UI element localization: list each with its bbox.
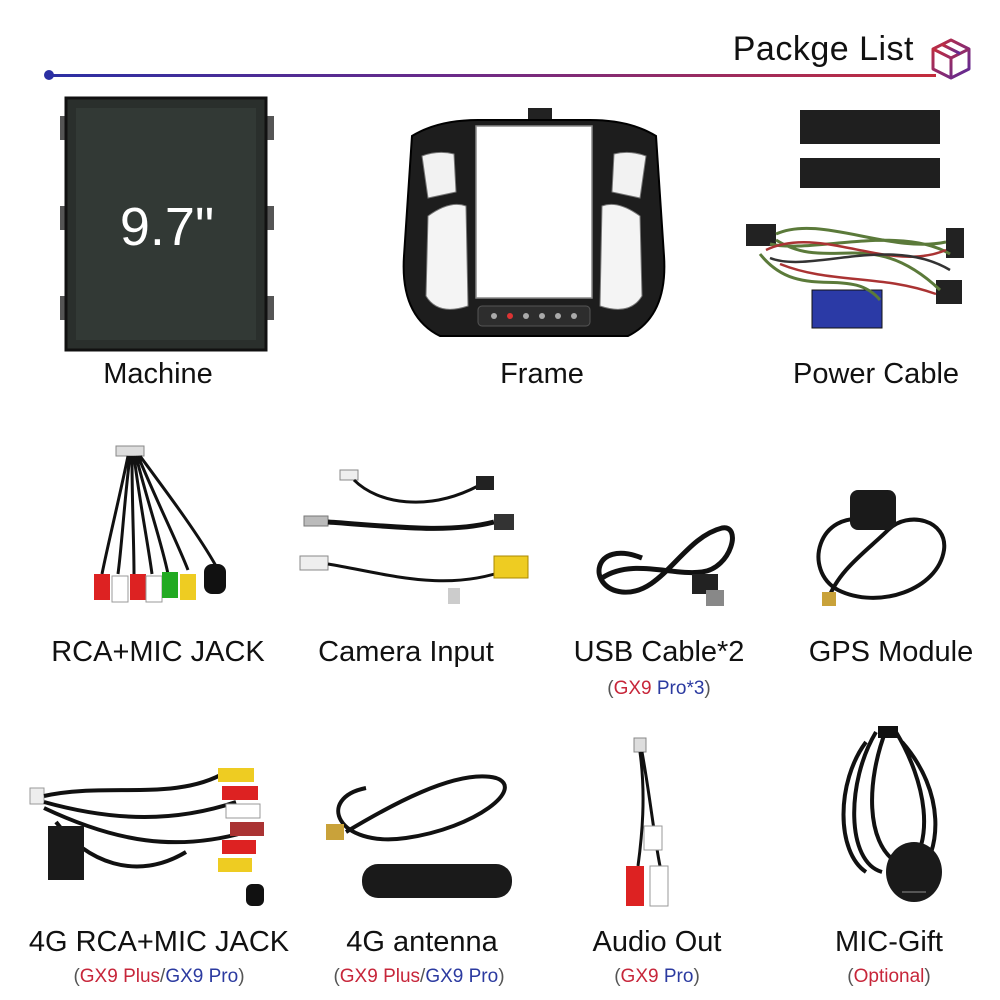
page-title: Packge List [732,30,914,68]
machine-image [54,96,280,352]
frame-image [398,106,670,346]
rca-mic-jack-image [88,444,238,610]
camera-input-image [298,464,550,614]
power-cable-image [740,104,966,344]
mic-image [826,722,952,910]
mic-gift-note: (Optional) [847,966,931,987]
4g-antenna-note: (GX9 Plus/GX9 Pro) [333,966,505,987]
item-label-frame: Frame [500,358,584,390]
item-label-usb-cable: USB Cable*2 [573,636,745,668]
usb-cable-image [582,518,738,612]
4g-antenna-image [326,768,522,908]
gps-module-image [798,480,952,616]
audio-out-image [616,736,686,912]
item-label-4g-antenna: 4G antenna [346,926,498,958]
machine-screen-size: 9.7" [119,197,215,257]
item-label-gps-module: GPS Module [808,636,974,668]
usb-cable-note: (GX9 Pro*3) [607,678,711,699]
item-label-machine: Machine [103,358,213,390]
item-label-power-cable: Power Cable [792,358,960,390]
item-label-mic-gift: MIC-Gift [835,926,943,958]
item-label-camera-input: Camera Input [318,636,494,668]
package-box-icon [928,36,974,82]
4g-rca-mic-jack-note: (GX9 Plus/GX9 Pro) [73,966,245,987]
audio-out-note: (GX9 Pro) [614,966,700,987]
item-label-audio-out: Audio Out [592,926,722,958]
4g-rca-mic-jack-image [26,762,272,912]
header-divider [48,74,936,77]
item-label-rca-mic-jack: RCA+MIC JACK [51,636,265,668]
item-label-4g-rca-mic-jack: 4G RCA+MIC JACK [28,926,290,958]
divider-dot [44,70,54,80]
